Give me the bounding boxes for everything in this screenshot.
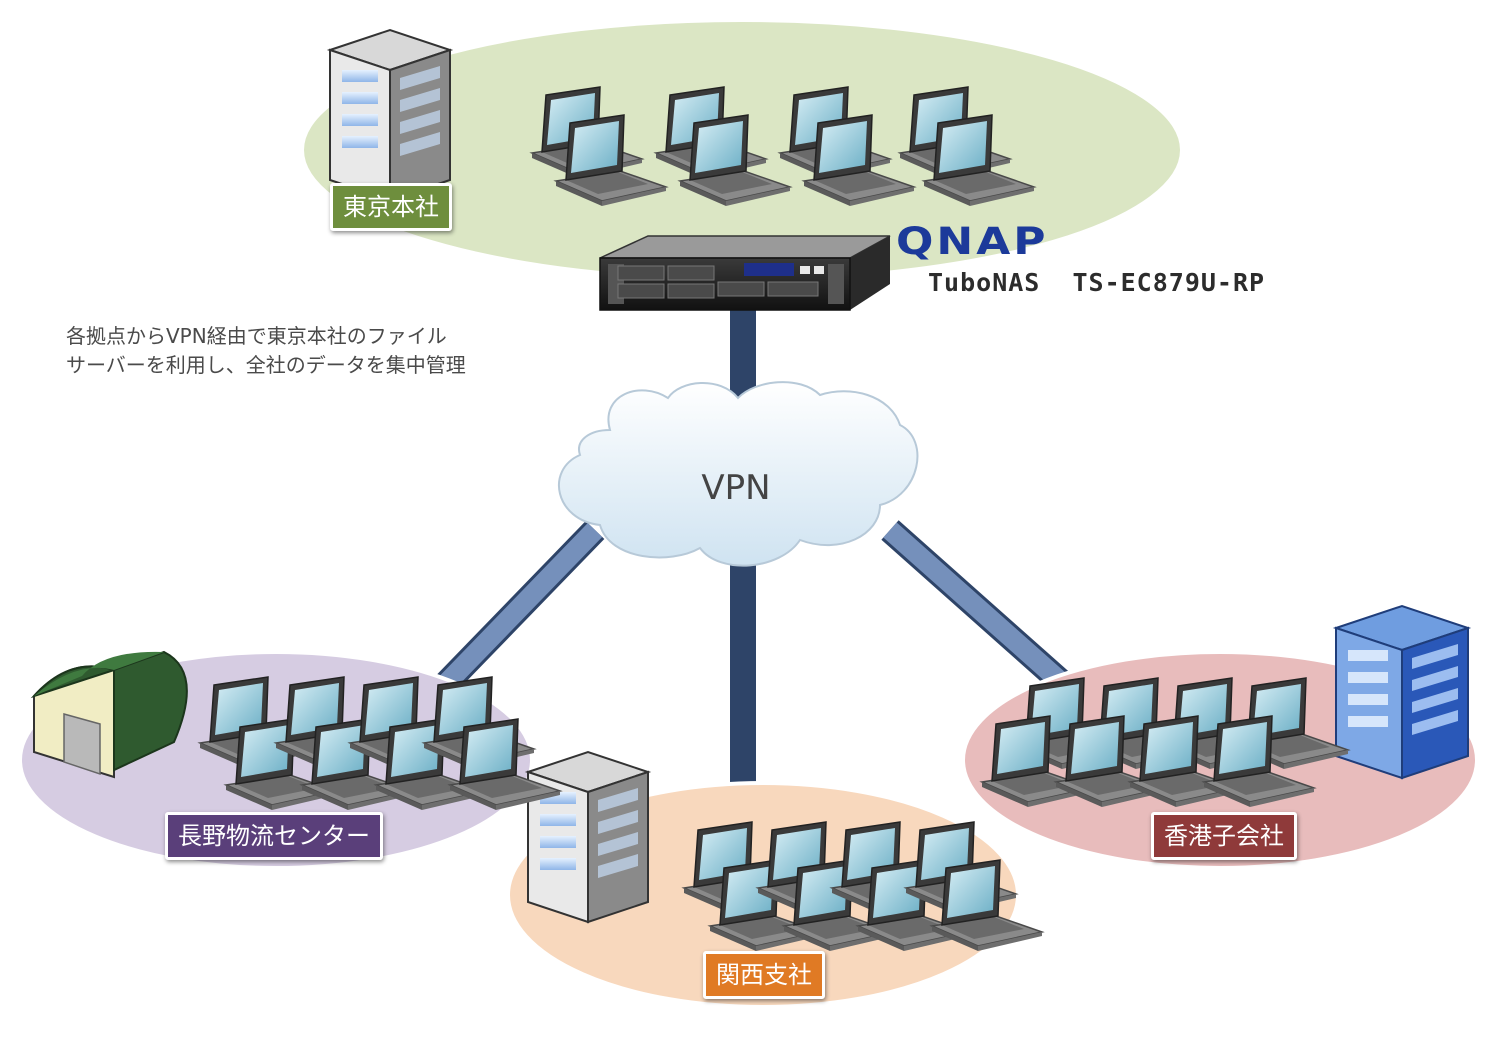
vpn-label: VPN [701, 468, 771, 508]
site-label-nagano: 長野物流センター [165, 812, 383, 860]
rack-nas-server-icon [599, 235, 891, 311]
caption-line-1: 各拠点からVPN経由で東京本社のファイル [66, 324, 447, 348]
site-label-kansai: 関西支社 [703, 951, 825, 999]
nas-model-label: TuboNAS TS-EC879U-RP [928, 268, 1266, 297]
laptop-icon [931, 859, 1043, 952]
site-label-tokyo: 東京本社 [330, 183, 452, 231]
cloud-icon [557, 381, 919, 567]
office-building-icon [527, 751, 649, 923]
office-building-icon [1332, 604, 1472, 780]
warehouse-icon [30, 650, 188, 779]
office-building-icon [329, 29, 451, 201]
site-label-hongkong: 香港子会社 [1151, 812, 1297, 860]
caption-line-2: サーバーを利用し、全社のデータを集中管理 [66, 353, 466, 377]
nagano-laptops [199, 676, 561, 811]
vpn-links [430, 300, 1079, 800]
brand-logo: QNAP [896, 220, 1049, 264]
caption: 各拠点からVPN経由で東京本社のファイル サーバーを利用し、全社のデータを集中管… [66, 322, 466, 380]
laptop-icon [449, 718, 561, 811]
